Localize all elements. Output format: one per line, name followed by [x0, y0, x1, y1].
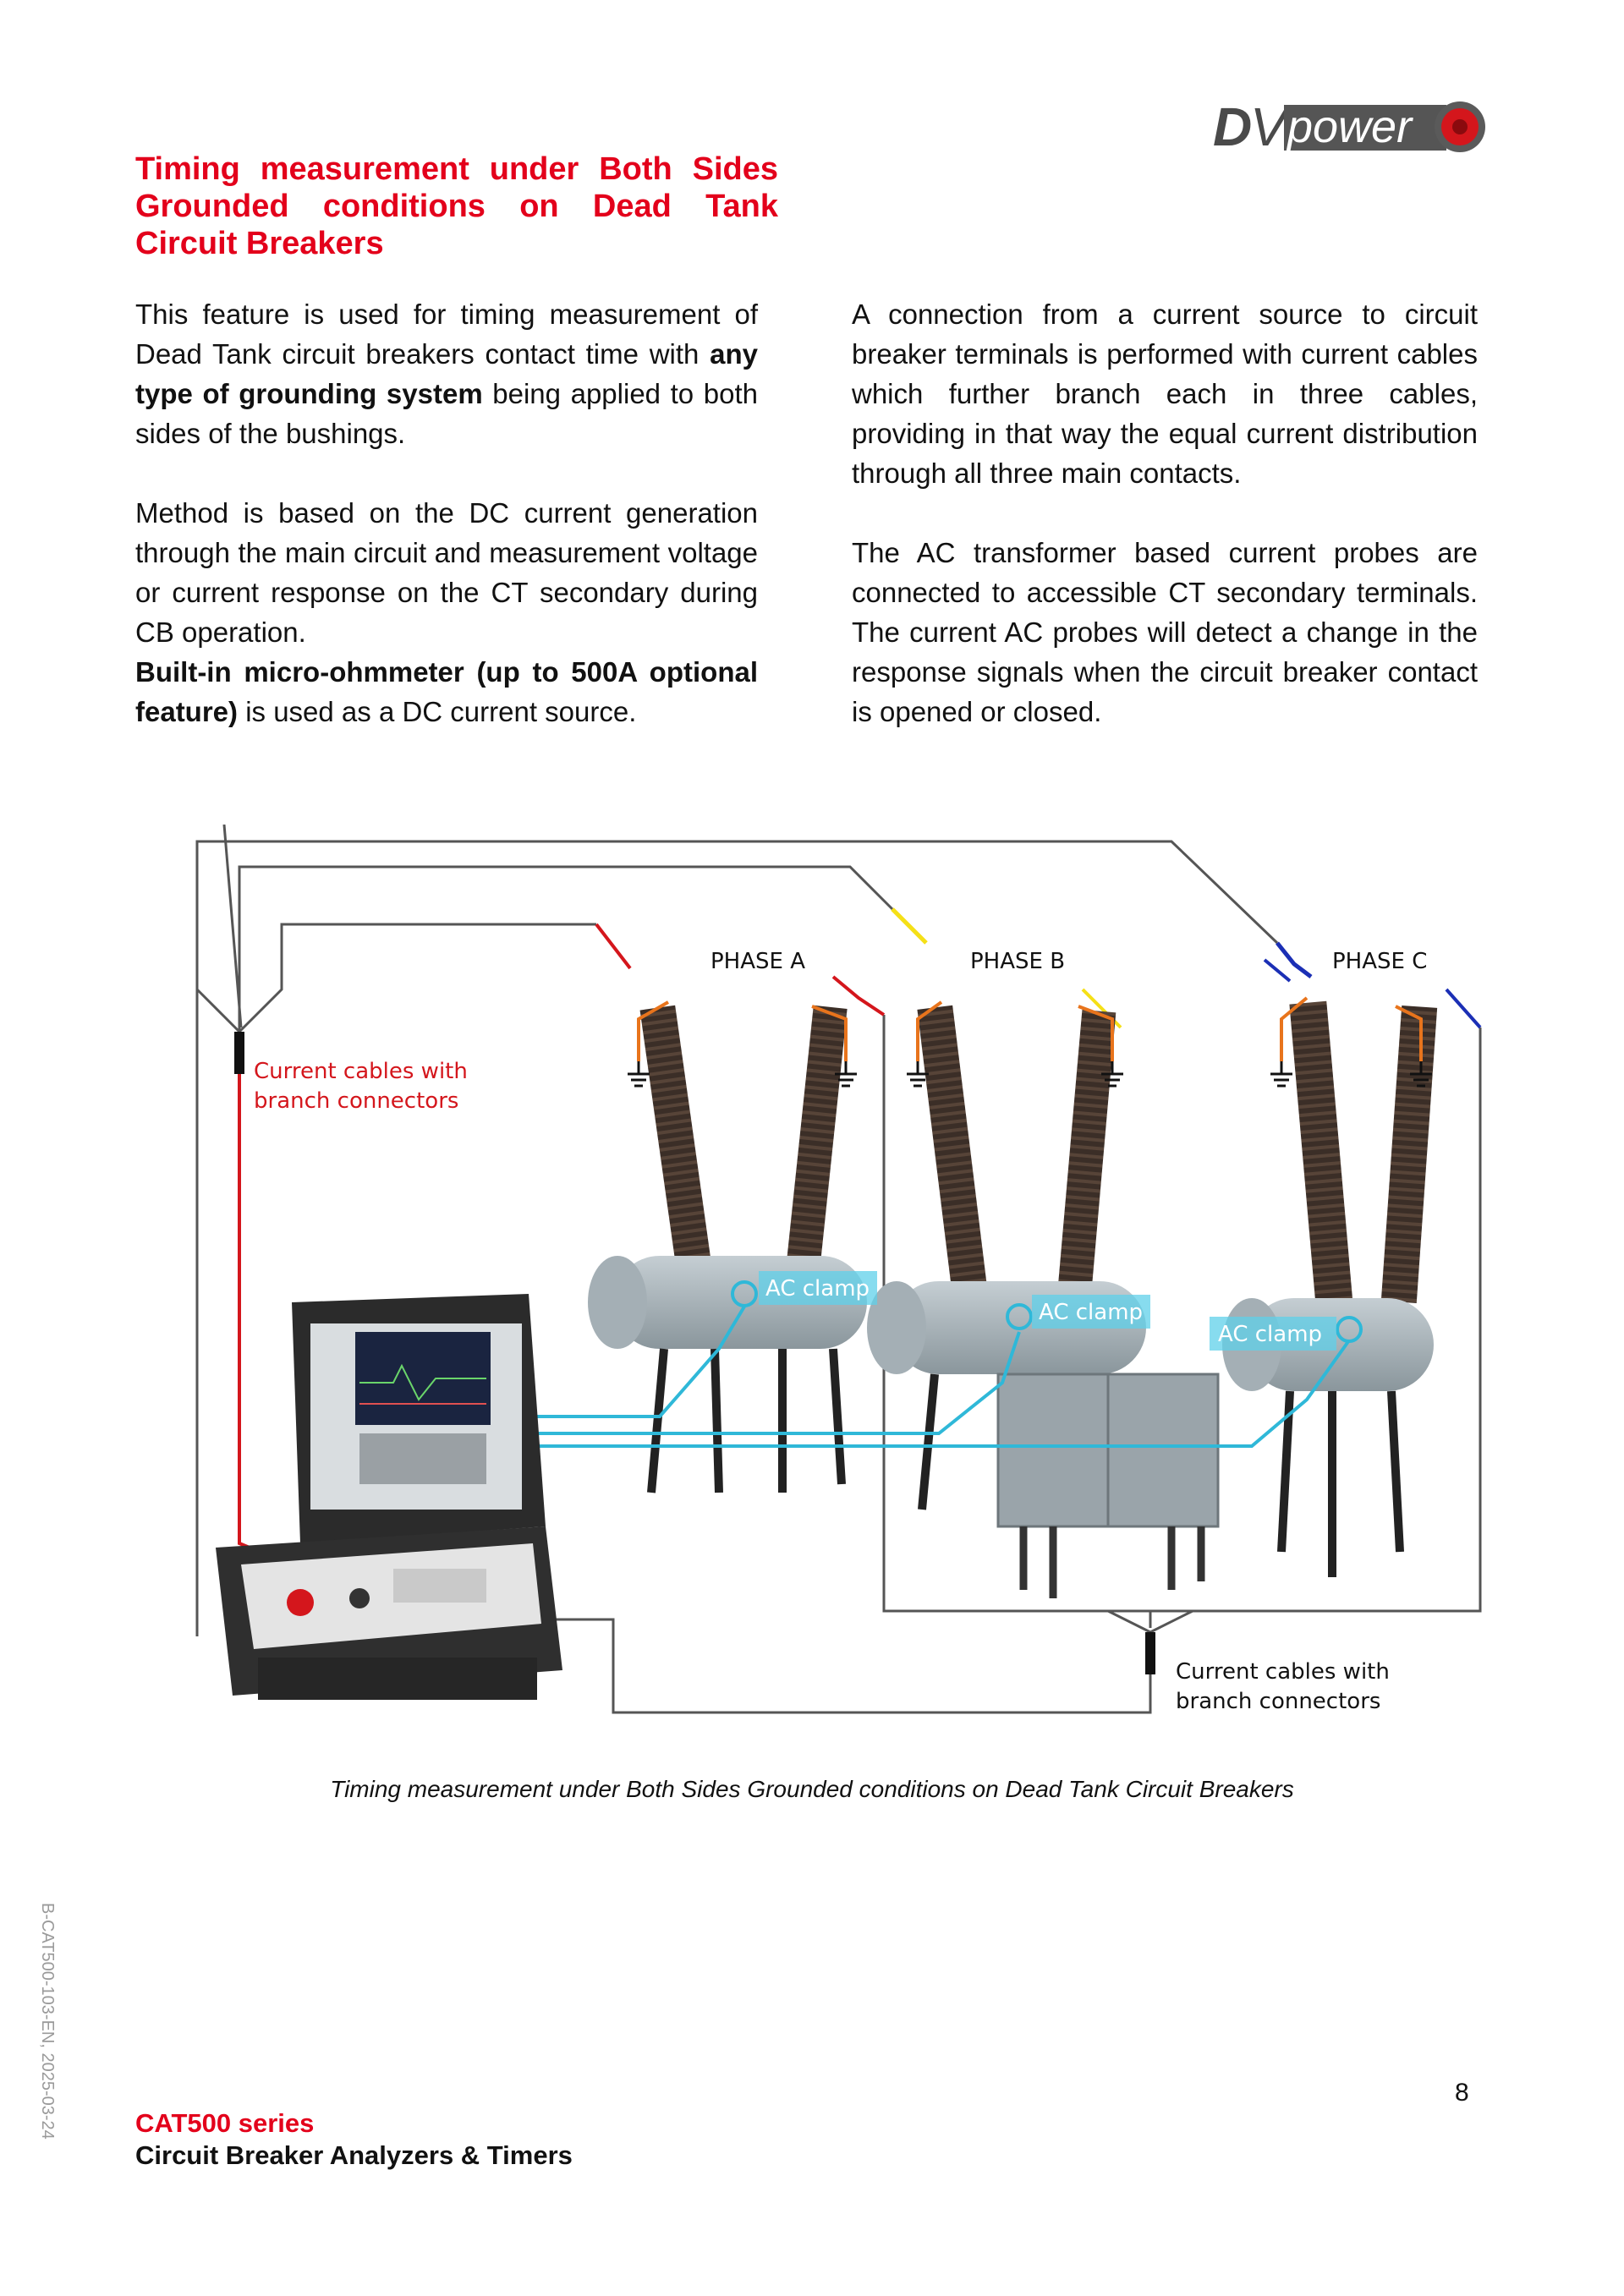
cables-label-top-line-2: branch connectors	[254, 1088, 458, 1114]
right-paragraph-2: The AC transformer based current probes …	[852, 533, 1478, 732]
left-paragraph-3: Built-in micro-ohmmeter (up to 500A opti…	[135, 652, 758, 732]
left-text-column: This feature is used for timing measurem…	[135, 294, 758, 732]
left-paragraph-2: Method is based on the DC current genera…	[135, 493, 758, 652]
svg-text:power: power	[1286, 101, 1413, 152]
dvpower-logo: D V power	[1210, 93, 1489, 161]
phase-a-label: PHASE A	[710, 949, 805, 974]
left-p1-text-a: This feature is used for timing measurem…	[135, 299, 758, 370]
right-paragraph-1: A connection from a current source to ci…	[852, 294, 1478, 493]
phase-b-label: PHASE B	[970, 949, 1065, 974]
ac-clamp-label-b: AC clamp	[1039, 1300, 1143, 1325]
footer: CAT500 series Circuit Breaker Analyzers …	[135, 2107, 573, 2172]
ac-clamp-label-a: AC clamp	[765, 1276, 870, 1301]
yellow-cable	[892, 909, 926, 943]
phase-c-label: PHASE C	[1332, 949, 1427, 974]
ac-clamp-label-c: AC clamp	[1218, 1322, 1322, 1347]
document-id: B-CAT500-103-EN, 2025-03-24	[25, 1903, 59, 2182]
heading-line-3: Circuit Breakers	[135, 225, 778, 262]
document-id-text: B-CAT500-103-EN, 2025-03-24	[38, 1903, 57, 2140]
right-text-column: A connection from a current source to ci…	[852, 294, 1478, 732]
cables-label-bottom-line-2: branch connectors	[1176, 1689, 1380, 1714]
cables-label-top-line-1: Current cables with	[254, 1059, 468, 1084]
branch-connector-bottom	[1145, 1632, 1155, 1674]
figure-caption: Timing measurement under Both Sides Grou…	[0, 1776, 1624, 1803]
left-paragraph-1: This feature is used for timing measurem…	[135, 294, 758, 453]
page-number: 8	[1455, 2079, 1469, 2107]
footer-subtitle: Circuit Breaker Analyzers & Timers	[135, 2140, 573, 2172]
heading-line-1: Timing measurement under Both Sides	[135, 151, 778, 188]
page-heading: Timing measurement under Both Sides Grou…	[135, 151, 778, 262]
heading-line-2: Grounded conditions on Dead Tank	[135, 188, 778, 225]
svg-text:D: D	[1213, 96, 1252, 157]
footer-series: CAT500 series	[135, 2107, 573, 2140]
connection-diagram: PHASE A PHASE B PHASE C Current cables w…	[190, 825, 1501, 1734]
branch-connector-top	[234, 1032, 244, 1074]
cat500-instrument	[216, 1294, 562, 1700]
blue-cable	[1277, 943, 1311, 977]
cables-label-bottom-line-1: Current cables with	[1176, 1659, 1390, 1685]
left-p3-text: is used as a DC current source.	[238, 696, 636, 727]
